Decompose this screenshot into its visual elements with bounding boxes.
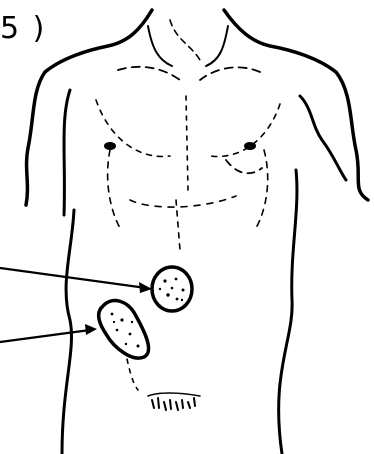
body-outline	[26, 10, 368, 454]
arrow-upper	[0, 268, 146, 288]
nipple-marks	[104, 142, 256, 150]
neck-lines	[148, 20, 228, 66]
lesion-upper	[152, 267, 192, 311]
arrow-lower	[0, 330, 90, 342]
pubic-hair	[148, 393, 200, 410]
lesion-lower	[99, 301, 149, 358]
arrowhead-upper	[139, 282, 152, 293]
arrowhead-lower	[85, 324, 97, 335]
